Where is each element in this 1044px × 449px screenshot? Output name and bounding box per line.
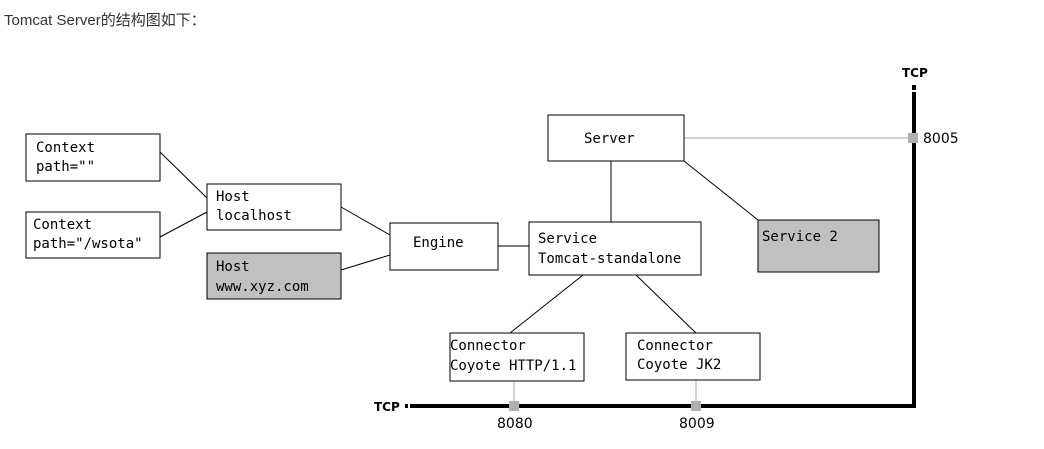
host-xyz-line1: Host [216,259,250,275]
node-connector-http: Connector Coyote HTTP/1.1 [449,332,585,382]
line-context-wsota-host [159,211,208,238]
tcp-bus-line [410,92,916,408]
context-wsota-line1: Context [33,217,92,233]
port-marker-8080 [509,401,519,411]
port-label-8080: 8080 [497,416,533,432]
connector-jk2-line2: Coyote JK2 [637,357,721,373]
tcp-bus [405,85,916,408]
node-service2: Service 2 [757,219,880,273]
node-service: Service Tomcat-standalone [528,221,702,276]
line-server-service2 [683,160,759,221]
context-wsota-line2: path="/wsota" [33,236,143,252]
connection-lines [159,151,759,334]
port-marker-8005 [908,133,918,143]
node-host-xyz: Host www.xyz.com [206,252,342,300]
line-host-xyz-engine [340,254,391,271]
node-host-localhost: Host localhost [206,183,342,231]
node-connector-jk2: Connector Coyote JK2 [625,332,761,381]
engine-line1: Engine [413,235,464,251]
port-label-8005: 8005 [923,131,959,147]
service-line1: Service [538,231,597,247]
connector-http-line2: Coyote HTTP/1.1 [450,358,576,374]
context-root-line1: Context [36,140,95,156]
node-server: Server [547,114,685,162]
tcp-bottom-label: TCP [374,400,400,414]
service2-line1: Service 2 [762,229,838,245]
port-link-lines [513,137,912,402]
server-line1: Server [584,131,635,147]
service-line2: Tomcat-standalone [538,251,681,267]
line-context-root-host [159,151,208,199]
diagram-caption: Tomcat Server的结构图如下： [4,12,206,29]
line-service-connector-jk2 [635,274,697,334]
node-context-root: Context path="" [25,133,161,182]
port-marker-8009 [691,401,701,411]
connector-jk2-line1: Connector [637,338,713,354]
context-root-line2: path="" [36,159,95,175]
line-host-localhost-engine [340,206,391,236]
node-engine: Engine [389,222,499,271]
tcp-top-label: TCP [902,66,928,80]
node-context-wsota: Context path="/wsota" [25,211,161,259]
host-localhost-line1: Host [216,189,250,205]
line-service-connector-http [509,274,584,334]
host-localhost-line2: localhost [216,208,292,224]
port-label-8009: 8009 [679,416,715,432]
connector-http-line1: Connector [450,338,526,354]
host-xyz-line2: www.xyz.com [216,279,309,295]
